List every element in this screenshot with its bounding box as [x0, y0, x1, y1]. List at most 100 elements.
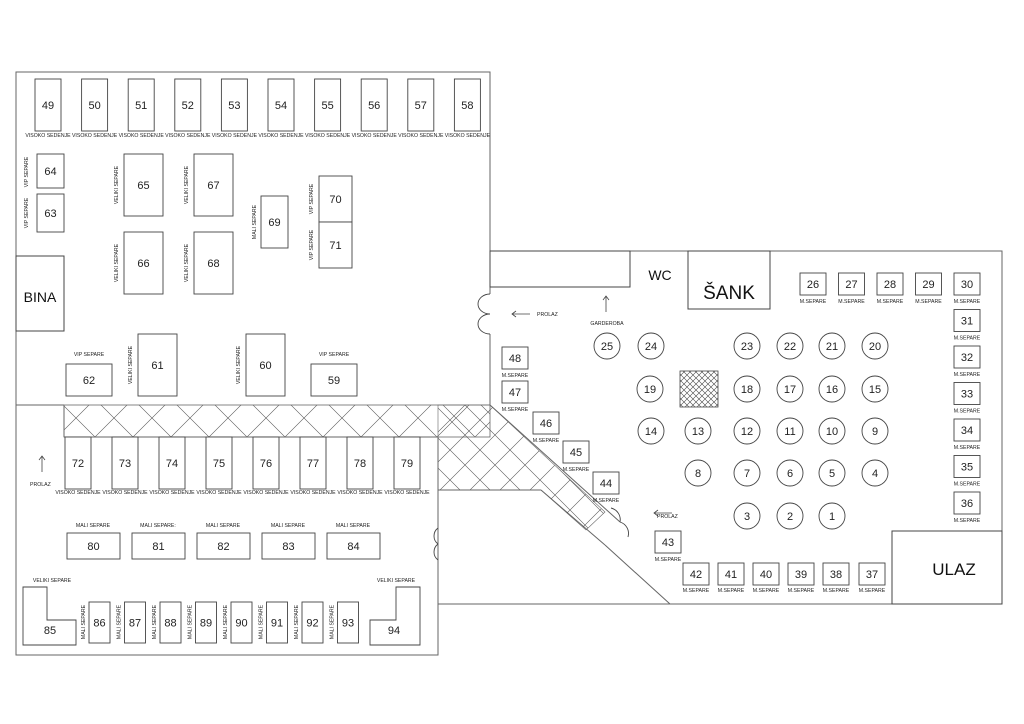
- table-49[interactable]: 49: [34, 78, 62, 132]
- table-51[interactable]: 51: [127, 78, 155, 132]
- table-72[interactable]: 72: [64, 436, 92, 490]
- table-1[interactable]: 1: [818, 502, 846, 530]
- table-23[interactable]: 23: [733, 332, 761, 360]
- table-24[interactable]: 24: [637, 332, 665, 360]
- table-13[interactable]: 13: [684, 417, 712, 445]
- table-30-shape: [953, 272, 981, 296]
- table-61[interactable]: 61: [137, 333, 178, 397]
- table-74[interactable]: 74: [158, 436, 186, 490]
- table-79[interactable]: 79: [393, 436, 421, 490]
- table-62[interactable]: 62: [65, 363, 113, 397]
- table-75[interactable]: 75: [205, 436, 233, 490]
- table-22[interactable]: 22: [776, 332, 804, 360]
- table-39[interactable]: 39: [787, 562, 815, 586]
- table-59[interactable]: 59: [310, 363, 358, 397]
- table-73[interactable]: 73: [111, 436, 139, 490]
- table-53[interactable]: 53: [220, 78, 248, 132]
- table-50-shape: [81, 78, 109, 132]
- table-44[interactable]: 44: [592, 471, 620, 495]
- table-46[interactable]: 46: [532, 411, 560, 435]
- table-55-number: 55: [321, 100, 333, 112]
- table-87[interactable]: 87: [124, 601, 146, 644]
- seat-type-label: MALI SEPARE: [271, 523, 306, 529]
- table-3[interactable]: 3: [733, 502, 761, 530]
- table-52[interactable]: 52: [174, 78, 202, 132]
- table-63[interactable]: 63: [36, 193, 65, 233]
- table-58[interactable]: 58: [453, 78, 481, 132]
- table-29[interactable]: 29: [915, 272, 942, 296]
- table-48[interactable]: 48: [501, 346, 529, 370]
- table-2[interactable]: 2: [776, 502, 804, 530]
- table-65[interactable]: 65: [123, 153, 164, 217]
- table-8[interactable]: 8: [684, 459, 712, 487]
- table-83[interactable]: 83: [261, 532, 316, 560]
- table-35[interactable]: 35: [953, 455, 981, 478]
- table-93[interactable]: 93: [337, 601, 359, 644]
- table-18[interactable]: 18: [733, 375, 761, 403]
- table-21[interactable]: 21: [818, 332, 846, 360]
- table-78[interactable]: 78: [346, 436, 374, 490]
- table-47[interactable]: 47: [501, 380, 529, 404]
- table-56[interactable]: 56: [360, 78, 388, 132]
- table-43[interactable]: 43: [654, 530, 682, 554]
- table-76[interactable]: 76: [252, 436, 280, 490]
- table-14[interactable]: 14: [637, 417, 665, 445]
- table-11[interactable]: 11: [776, 417, 804, 445]
- table-88[interactable]: 88: [159, 601, 182, 644]
- table-64[interactable]: 64: [36, 153, 65, 189]
- table-4[interactable]: 4: [861, 459, 889, 487]
- table-68[interactable]: 68: [193, 231, 234, 295]
- table-5[interactable]: 5: [818, 459, 846, 487]
- table-34[interactable]: 34: [953, 418, 981, 442]
- table-77[interactable]: 77: [299, 436, 327, 490]
- table-17[interactable]: 17: [776, 375, 804, 403]
- table-33[interactable]: 33: [953, 382, 981, 405]
- table-25[interactable]: 25: [593, 332, 621, 360]
- table-57[interactable]: 57: [407, 78, 435, 132]
- table-81[interactable]: 81: [131, 532, 186, 560]
- table-10[interactable]: 10: [818, 417, 846, 445]
- table-36[interactable]: 36: [953, 491, 981, 515]
- table-42[interactable]: 42: [682, 562, 710, 586]
- table-66[interactable]: 66: [123, 231, 164, 295]
- table-55[interactable]: 55: [314, 78, 342, 132]
- table-71[interactable]: 71: [318, 221, 353, 269]
- table-60[interactable]: 60: [245, 333, 286, 397]
- table-90[interactable]: 90: [230, 601, 253, 644]
- table-82[interactable]: 82: [196, 532, 251, 560]
- table-69[interactable]: 69: [260, 195, 289, 249]
- table-84[interactable]: 84: [326, 532, 381, 560]
- table-15[interactable]: 15: [861, 375, 889, 403]
- table-80[interactable]: 80: [66, 532, 121, 560]
- table-92[interactable]: 92: [301, 601, 324, 644]
- table-26[interactable]: 26: [799, 272, 827, 296]
- table-9[interactable]: 9: [861, 417, 889, 445]
- table-86[interactable]: 86: [88, 601, 111, 644]
- table-50[interactable]: 50: [81, 78, 109, 132]
- m-separe-label: M.SEPARE: [800, 299, 827, 305]
- table-32[interactable]: 32: [953, 345, 981, 369]
- table-6[interactable]: 6: [776, 459, 804, 487]
- table-27[interactable]: 27: [838, 272, 865, 296]
- table-67[interactable]: 67: [193, 153, 234, 217]
- table-31[interactable]: 31: [953, 309, 981, 332]
- table-85[interactable]: 85: [22, 586, 77, 646]
- table-28[interactable]: 28: [876, 272, 904, 296]
- table-30[interactable]: 30: [953, 272, 981, 296]
- table-94[interactable]: 94: [369, 586, 421, 646]
- table-89[interactable]: 89: [195, 601, 217, 644]
- table-91[interactable]: 91: [266, 601, 288, 644]
- table-12[interactable]: 12: [733, 417, 761, 445]
- table-37[interactable]: 37: [858, 562, 886, 586]
- table-16[interactable]: 16: [818, 375, 846, 403]
- table-7[interactable]: 7: [733, 459, 761, 487]
- table-38[interactable]: 38: [822, 562, 850, 586]
- table-20[interactable]: 20: [861, 332, 889, 360]
- table-40[interactable]: 40: [752, 562, 780, 586]
- table-54[interactable]: 54: [267, 78, 295, 132]
- table-70[interactable]: 70: [318, 175, 353, 223]
- table-19[interactable]: 19: [636, 375, 664, 403]
- table-41[interactable]: 41: [717, 562, 745, 586]
- table-45[interactable]: 45: [562, 440, 590, 464]
- seat-type-label: MALI SEPARE: [152, 604, 158, 639]
